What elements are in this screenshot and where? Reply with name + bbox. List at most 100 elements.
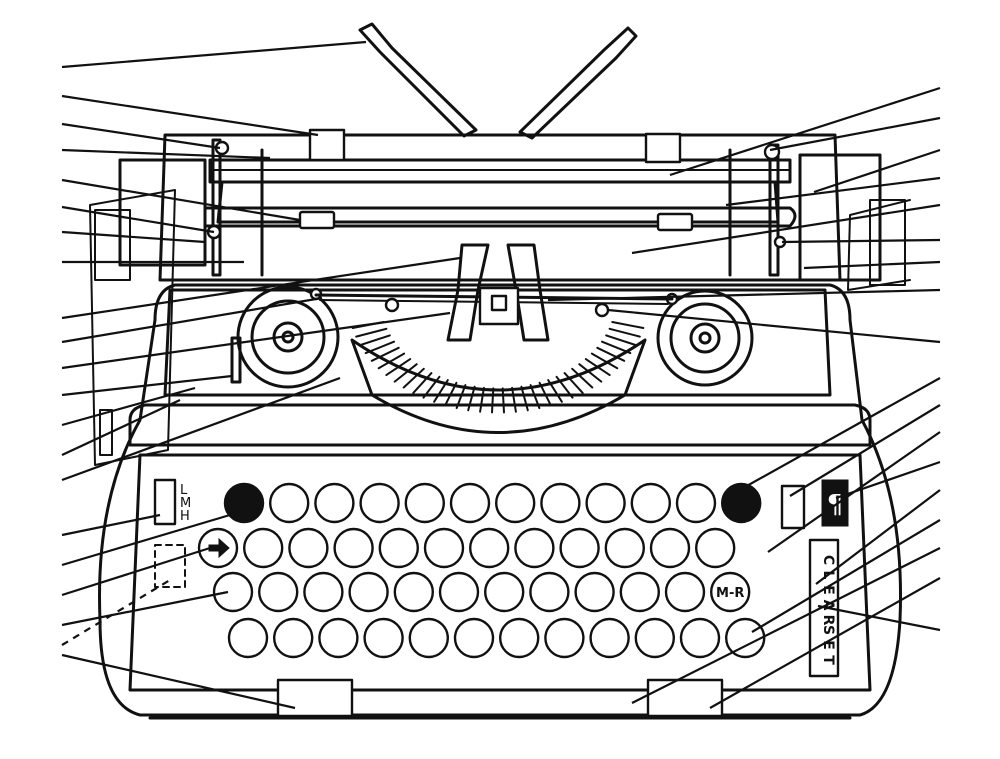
type-bar-segment [350, 321, 647, 434]
type-bar [538, 381, 552, 407]
key[interactable] [469, 527, 510, 569]
key[interactable] [318, 617, 359, 659]
type-bar [377, 352, 406, 370]
key[interactable] [288, 527, 329, 569]
type-bar [529, 384, 541, 410]
key[interactable] [393, 571, 434, 613]
key[interactable] [649, 527, 691, 569]
paper-scale [208, 158, 792, 184]
key[interactable] [630, 482, 671, 524]
type-bar [385, 358, 412, 377]
paper-support-arms [358, 22, 638, 140]
key[interactable] [495, 482, 536, 524]
key[interactable] [314, 482, 355, 524]
margin-release-key[interactable] [710, 571, 751, 613]
ribbon-reverse-lever [230, 336, 242, 384]
machine-body [89, 189, 911, 720]
key[interactable] [514, 527, 555, 569]
clear-letter: C [820, 555, 836, 565]
key[interactable] [634, 617, 675, 659]
paragraph-key[interactable] [821, 479, 849, 527]
clear-letter: E [820, 585, 836, 595]
key[interactable] [449, 482, 491, 524]
key[interactable] [269, 482, 310, 524]
key[interactable] [333, 527, 374, 569]
type-bar [455, 384, 467, 410]
key[interactable] [675, 482, 717, 524]
leader-line [789, 404, 941, 497]
key[interactable] [664, 571, 706, 613]
hidden-tab-clear-key [154, 544, 186, 588]
key[interactable] [540, 482, 581, 524]
paper-bail [203, 206, 797, 228]
leader-line [61, 205, 215, 234]
key[interactable] [258, 571, 299, 613]
key[interactable] [453, 617, 495, 659]
key[interactable] [619, 571, 660, 613]
impression-label-l: L [180, 483, 188, 498]
type-bar [364, 340, 395, 355]
key[interactable] [303, 571, 344, 613]
type-bar [571, 367, 594, 389]
leader-line [607, 308, 941, 344]
key[interactable] [559, 527, 600, 569]
type-bar [590, 352, 619, 370]
key[interactable] [227, 617, 269, 659]
type-bar [501, 387, 505, 414]
leader-line [61, 513, 161, 537]
key[interactable] [585, 482, 626, 524]
key[interactable] [423, 527, 465, 569]
key[interactable] [359, 482, 400, 524]
leader-line [61, 122, 221, 150]
arrow-icon [208, 537, 230, 559]
key[interactable] [363, 617, 404, 659]
leader-line [817, 604, 941, 632]
key[interactable] [408, 617, 449, 659]
type-bar [596, 346, 626, 362]
key[interactable] [695, 527, 736, 569]
key[interactable] [212, 571, 254, 613]
paragraph-indent-key[interactable] [780, 484, 806, 530]
leader-line [813, 148, 941, 194]
key[interactable] [679, 617, 721, 659]
key[interactable] [604, 527, 645, 569]
key[interactable] [529, 571, 570, 613]
type-bar [370, 346, 400, 362]
leader-line [61, 399, 181, 456]
type-bar [433, 379, 449, 403]
space-bar-right-foot [646, 678, 724, 718]
key[interactable] [574, 571, 615, 613]
type-bar [355, 327, 388, 338]
type-bar [555, 375, 574, 399]
key[interactable] [348, 571, 389, 613]
type-bar [611, 321, 645, 329]
leader-line [61, 178, 301, 222]
type-bar [547, 379, 563, 403]
type-bar [491, 387, 495, 414]
type-bar [605, 334, 637, 346]
key[interactable] [725, 617, 766, 659]
carriage [94, 128, 906, 286]
key[interactable] [273, 617, 314, 659]
key[interactable] [589, 617, 630, 659]
key[interactable] [499, 617, 540, 659]
type-bar [601, 340, 632, 355]
key[interactable] [404, 482, 445, 524]
key[interactable] [484, 571, 525, 613]
key[interactable] [544, 617, 585, 659]
key[interactable] [438, 571, 480, 613]
shift-lock-key-left[interactable] [223, 482, 265, 524]
set-letter: S [820, 625, 836, 635]
type-bar [608, 327, 641, 338]
impression-selector[interactable] [153, 478, 177, 526]
key[interactable] [243, 527, 284, 569]
left-controls: L M H [153, 478, 191, 588]
leader-line [725, 176, 941, 207]
type-guide [446, 243, 550, 342]
shift-lock-key-right[interactable] [721, 482, 762, 524]
key[interactable] [378, 527, 419, 569]
leader-line [61, 386, 196, 427]
type-bar [511, 386, 517, 413]
leader-line [751, 519, 941, 633]
margin-release-label: M-R [716, 586, 744, 601]
